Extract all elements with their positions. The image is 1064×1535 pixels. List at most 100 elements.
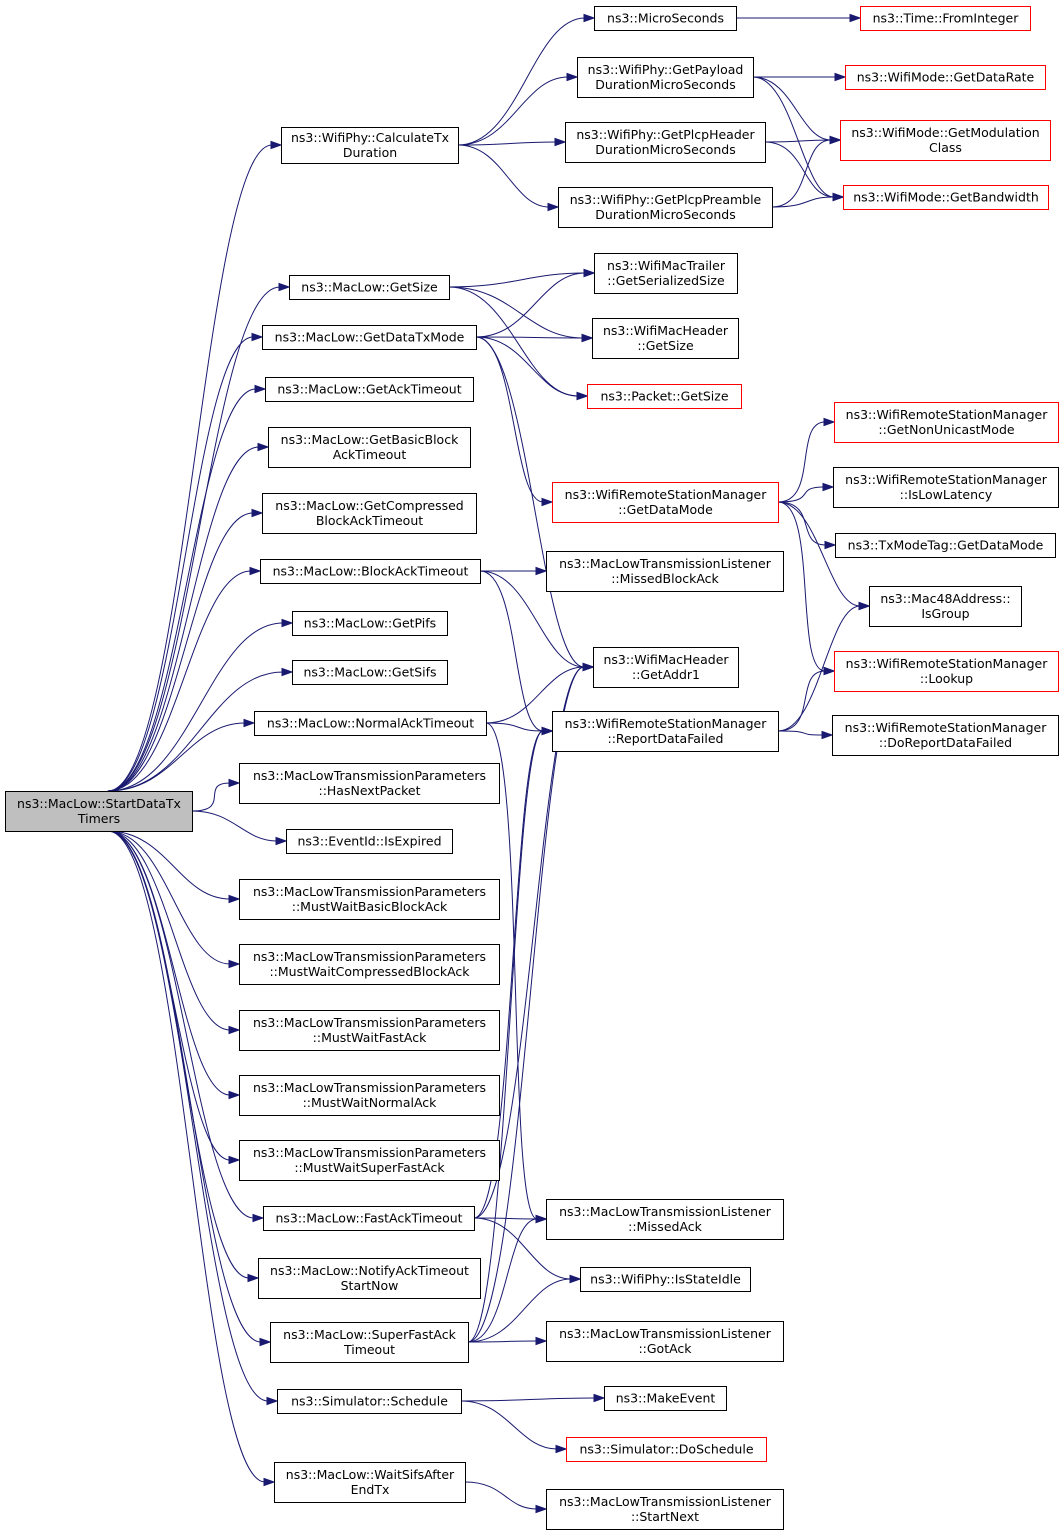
arrowhead <box>832 192 845 202</box>
node-reportdatafailed[interactable]: ns3::WifiRemoteStationManager::ReportDat… <box>552 711 779 752</box>
edge-calc-to-microseconds <box>457 13 596 146</box>
node-doschedule[interactable]: ns3::Simulator::DoSchedule <box>566 1437 767 1462</box>
edge-line <box>777 501 861 607</box>
arrowhead <box>593 1393 606 1403</box>
node-getdatarate[interactable]: ns3::WifiMode::GetDataRate <box>845 65 1046 90</box>
node-packetsize[interactable]: ns3::Packet::GetSize <box>587 384 742 409</box>
node-frominteger[interactable]: ns3::Time::FromInteger <box>860 6 1031 31</box>
node-label: ns3::MakeEvent <box>616 1391 716 1406</box>
node-box <box>239 1075 500 1116</box>
node-mustwaitcompressed[interactable]: ns3::MacLowTransmissionParameters::MustW… <box>239 944 500 985</box>
node-fastacktimeout[interactable]: ns3::MacLow::FastAckTimeout <box>263 1206 475 1231</box>
node-label: ns3::WifiMacHeader <box>603 323 729 338</box>
node-makeevent[interactable]: ns3::MakeEvent <box>604 1386 727 1411</box>
node-getsize[interactable]: ns3::MacLow::GetSize <box>289 275 450 300</box>
node-bandwidth[interactable]: ns3::WifiMode::GetBandwidth <box>843 185 1049 210</box>
node-doreport[interactable]: ns3::WifiRemoteStationManager::DoReportD… <box>832 715 1059 756</box>
node-gotack[interactable]: ns3::MacLowTransmissionListener::GotAck <box>546 1321 784 1362</box>
edge-line <box>467 1340 538 1343</box>
arrowhead <box>821 730 834 740</box>
arrowhead <box>228 1025 241 1035</box>
node-microseconds[interactable]: ns3::MicroSeconds <box>594 6 737 31</box>
arrowhead <box>270 140 283 150</box>
node-isgroup[interactable]: ns3::Mac48Address::IsGroup <box>869 586 1022 627</box>
node-label: ns3::MacLow::FastAckTimeout <box>275 1211 462 1226</box>
node-box <box>546 1489 784 1530</box>
node-label: ns3::MacLow::StartDataTx <box>17 796 181 811</box>
node-isstateidle[interactable]: ns3::WifiPhy::IsStateIdle <box>580 1267 751 1292</box>
edge-line <box>777 486 825 503</box>
node-getsifs[interactable]: ns3::MacLow::GetSifs <box>292 660 448 685</box>
node-label: ::MustWaitFastAck <box>313 1030 427 1045</box>
node-nonunicast[interactable]: ns3::WifiRemoteStationManager::GetNonUni… <box>834 402 1059 443</box>
node-missedack[interactable]: ns3::MacLowTransmissionListener::MissedA… <box>546 1199 784 1240</box>
edge-line <box>777 605 861 732</box>
node-hasnextpacket[interactable]: ns3::MacLowTransmissionParameters::HasNe… <box>239 763 500 804</box>
edge-line <box>473 1217 538 1220</box>
node-isexpired[interactable]: ns3::EventId::IsExpired <box>286 829 453 854</box>
node-getaddr1[interactable]: ns3::WifiMacHeader::GetAddr1 <box>593 647 739 688</box>
node-startnext[interactable]: ns3::MacLowTransmissionListener::StartNe… <box>546 1489 784 1530</box>
edge-line <box>107 570 252 792</box>
edge-line <box>107 286 281 792</box>
edge-microseconds-to-frominteger <box>736 13 862 23</box>
edge-line <box>107 512 254 792</box>
edge-line <box>107 722 246 792</box>
node-payload[interactable]: ns3::WifiPhy::GetPayloadDurationMicroSec… <box>577 57 754 98</box>
edge-getdatatxmode-to-packetsize <box>475 336 589 401</box>
node-label: ::MustWaitCompressedBlockAck <box>269 964 470 979</box>
node-lookup[interactable]: ns3::WifiRemoteStationManager::Lookup <box>834 651 1059 692</box>
arrowhead <box>263 1477 276 1487</box>
node-mustwaitbasic[interactable]: ns3::MacLowTransmissionParameters::MustW… <box>239 879 500 920</box>
node-plcppreamble[interactable]: ns3::WifiPhy::GetPlcpPreambleDurationMic… <box>558 187 773 228</box>
node-getdatatxmode[interactable]: ns3::MacLow::GetDataTxMode <box>262 325 477 350</box>
node-box <box>546 1199 784 1240</box>
edge-root-to-calc <box>107 140 283 792</box>
node-label: ns3::MacLow::GetAckTimeout <box>277 382 461 397</box>
edge-root-to-schedule <box>107 830 279 1406</box>
node-islowlatency[interactable]: ns3::WifiRemoteStationManager::IsLowLate… <box>833 467 1059 508</box>
node-label: ns3::WifiRemoteStationManager <box>845 720 1048 735</box>
node-label: Timeout <box>343 1342 395 1357</box>
node-rsmgetdatamode[interactable]: ns3::WifiRemoteStationManager::GetDataMo… <box>552 482 779 523</box>
edge-root-to-mustwaitsuperfast <box>107 830 241 1165</box>
node-blockacktimeout[interactable]: ns3::MacLow::BlockAckTimeout <box>260 559 481 584</box>
edge-reportdatafailed-to-doreport <box>777 730 834 740</box>
node-plcpheader[interactable]: ns3::WifiPhy::GetPlcpHeaderDurationMicro… <box>565 122 766 163</box>
node-label: DurationMicroSeconds <box>595 142 735 157</box>
node-mustwaitsuperfast[interactable]: ns3::MacLowTransmissionParameters::MustW… <box>239 1140 500 1181</box>
node-label: ::DoReportDataFailed <box>879 735 1012 750</box>
node-getcompressed[interactable]: ns3::MacLow::GetCompressedBlockAckTimeou… <box>262 493 477 534</box>
node-label: ns3::WifiMode::GetModulation <box>851 125 1039 140</box>
edge-root-to-mustwaitcompressed <box>107 830 241 969</box>
node-label: ns3::MacLowTransmissionParameters <box>253 884 486 899</box>
node-label: BlockAckTimeout <box>316 513 423 528</box>
node-mustwaitfast[interactable]: ns3::MacLowTransmissionParameters::MustW… <box>239 1010 500 1051</box>
arrowhead <box>247 1273 260 1283</box>
node-label: DurationMicroSeconds <box>595 207 735 222</box>
node-label: ::MustWaitBasicBlockAck <box>292 899 448 914</box>
node-label: ns3::Simulator::Schedule <box>291 1394 448 1409</box>
node-getacktimeout[interactable]: ns3::MacLow::GetAckTimeout <box>265 377 474 402</box>
arrowhead <box>266 1396 279 1406</box>
edge-line <box>460 1397 596 1402</box>
edge-line <box>191 810 278 842</box>
node-normalacktimeout[interactable]: ns3::MacLow::NormalAckTimeout <box>254 711 487 736</box>
node-schedule[interactable]: ns3::Simulator::Schedule <box>277 1389 462 1414</box>
node-label: ns3::WifiPhy::IsStateIdle <box>590 1272 741 1287</box>
node-mustwaitnormal[interactable]: ns3::MacLowTransmissionParameters::MustW… <box>239 1075 500 1116</box>
node-getpifs[interactable]: ns3::MacLow::GetPifs <box>292 611 448 636</box>
node-trailersize[interactable]: ns3::WifiMacTrailer::GetSerializedSize <box>594 253 738 294</box>
node-missedblockack[interactable]: ns3::MacLowTransmissionListener::MissedB… <box>546 551 784 592</box>
edge-line <box>457 141 557 146</box>
node-headersize[interactable]: ns3::WifiMacHeader::GetSize <box>592 318 739 359</box>
arrowhead <box>569 1274 582 1284</box>
node-txmodetag[interactable]: ns3::TxModeTag::GetDataMode <box>835 533 1056 558</box>
edge-line <box>107 830 262 1343</box>
